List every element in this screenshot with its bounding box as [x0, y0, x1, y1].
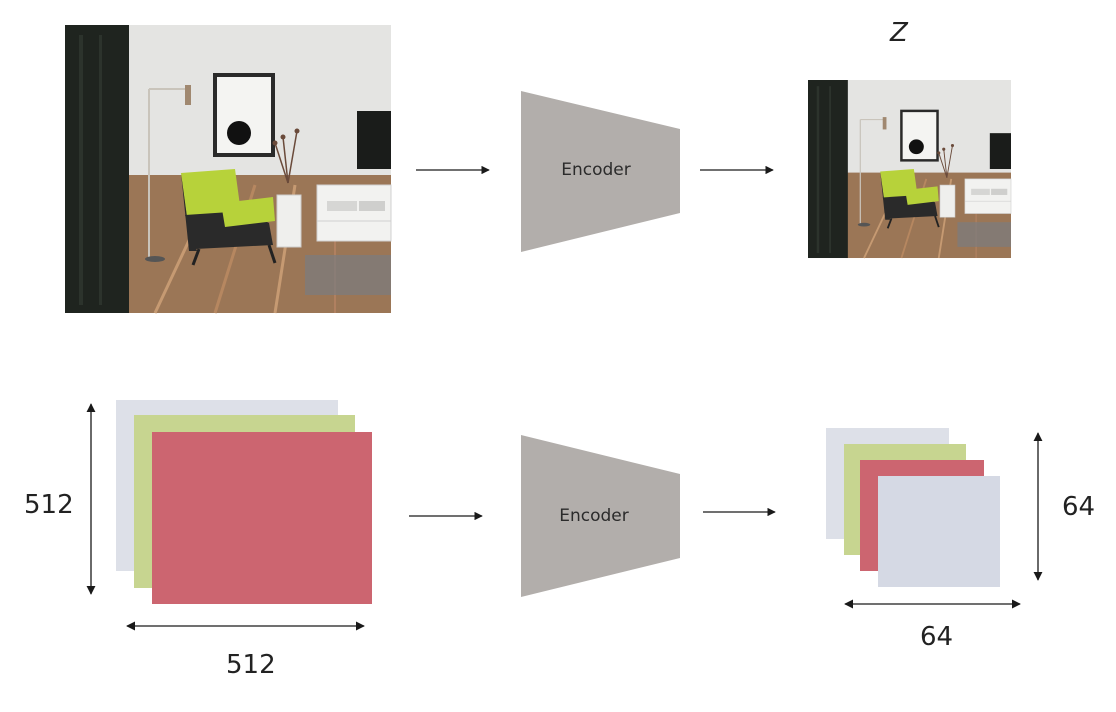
latent-z-label: Z — [890, 18, 908, 48]
encoder-label-bottom: Encoder — [559, 506, 629, 526]
input-height-label: 512 — [24, 490, 74, 520]
encoder-block-top — [521, 91, 680, 252]
input-image — [63, 23, 393, 315]
latent-image — [807, 79, 1012, 259]
latent-height-label: 64 — [1062, 492, 1096, 522]
encoder-label-top: Encoder — [561, 160, 631, 180]
input-width-label: 512 — [226, 650, 276, 680]
encoder-block-bottom — [521, 435, 680, 597]
latent-width-label: 64 — [920, 622, 954, 652]
input-plane-red — [152, 432, 372, 604]
latent-plane-lavender — [878, 476, 1000, 587]
